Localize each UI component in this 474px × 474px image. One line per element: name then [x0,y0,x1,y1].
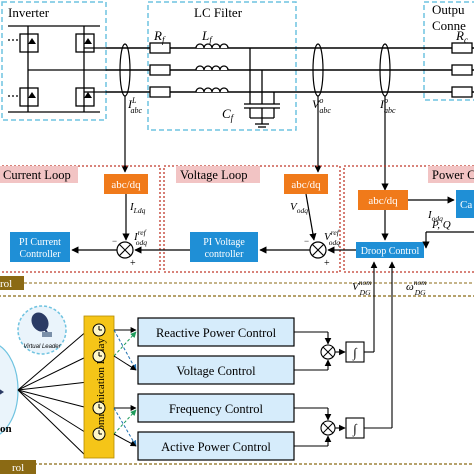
abcdq-label-1: abc/dq [111,179,141,191]
secondary-control-bar [0,460,36,474]
reactive-power-control-label: Reactive Power Control [156,326,277,340]
secondary-control-box [0,295,474,465]
voltage-loop-label: Voltage Loop [180,168,247,182]
current-loop-label: Current Loop [3,168,71,182]
pi-current-label-1: PI Current [19,237,61,248]
cf-capacitors [244,48,280,128]
active-power-control-label: Active Power Control [161,440,271,454]
pi-voltage-controller [190,232,258,262]
primary-control-label: rol [0,278,12,290]
calc-block-partial [456,190,474,218]
abcdq-label-3: abc/dq [368,195,398,207]
vodq-label: Vodq [290,201,308,215]
current-loop-box [0,165,161,273]
inverter-box [1,1,107,121]
abcdq-block-1 [104,174,148,194]
abcdq-label-2: abc/dq [291,179,321,191]
active-power-control-block [137,431,295,461]
droop-label: Droop Control [361,246,420,257]
comm-links [17,329,89,459]
output-label-1: Outpu [432,2,465,17]
calc-block-label: Ca [460,199,472,211]
secondary-control-label: rol [12,462,24,474]
cf-label: Cf [222,106,235,123]
lc-filter-box [147,1,297,131]
integrator-label-2: ∫ [352,421,358,437]
agent-node-label: on [0,423,12,435]
rf-resistors [149,42,171,98]
power-control-label-bg [428,166,474,183]
rc-resistors [451,42,473,98]
iodq-label: Iodq [427,209,443,223]
lf-inductors [195,43,229,93]
satellite-icon [31,312,52,337]
pq-label: P, Q [431,219,451,231]
lc-filter-label: LC Filter [194,5,243,20]
frequency-control-label: Frequency Control [169,402,264,416]
lf-label: Lf [201,28,213,45]
pi-voltage-label-2: controller [205,249,245,260]
pi-current-label-2: Controller [19,249,61,260]
voltage-control-block [137,355,295,385]
ildq-label: ILdq [129,201,146,215]
pi-voltage-label-1: PI Voltage [203,237,245,248]
power-control-label: Power C [432,168,474,182]
secondary-blocks [137,317,295,461]
rc-label: Rc [455,28,468,45]
minus-sign-3: − [304,236,309,246]
frequency-control-block [137,393,295,423]
abcdq-block-3 [358,190,408,210]
plus-sign-1: − [112,236,117,246]
secondary-sum-junctions [320,344,336,436]
voltage-loop-label-bg [176,166,260,183]
inverter-label: Inverter [8,5,50,20]
plus-sign-2: + [130,258,136,269]
plus-sign-4: + [324,258,330,269]
inverter-label-bg [4,4,60,20]
virtual-leader-label: Virtual Leader [23,344,61,350]
inverter-switches [8,25,106,113]
primary-control-bar [0,276,24,290]
output-label-2: Conne [432,18,466,33]
pi-current-controller [10,232,70,262]
reactive-power-control-block [137,317,295,347]
output-connection-box [423,1,474,101]
abcdq-block-2 [284,174,328,194]
droop-control [356,242,424,258]
integrator-label-1: ∫ [352,345,358,361]
clock-icons [92,323,106,441]
voltage-control-label: Voltage Control [176,364,256,378]
current-loop-label-bg [0,166,78,183]
rf-label: Rf [153,28,166,45]
